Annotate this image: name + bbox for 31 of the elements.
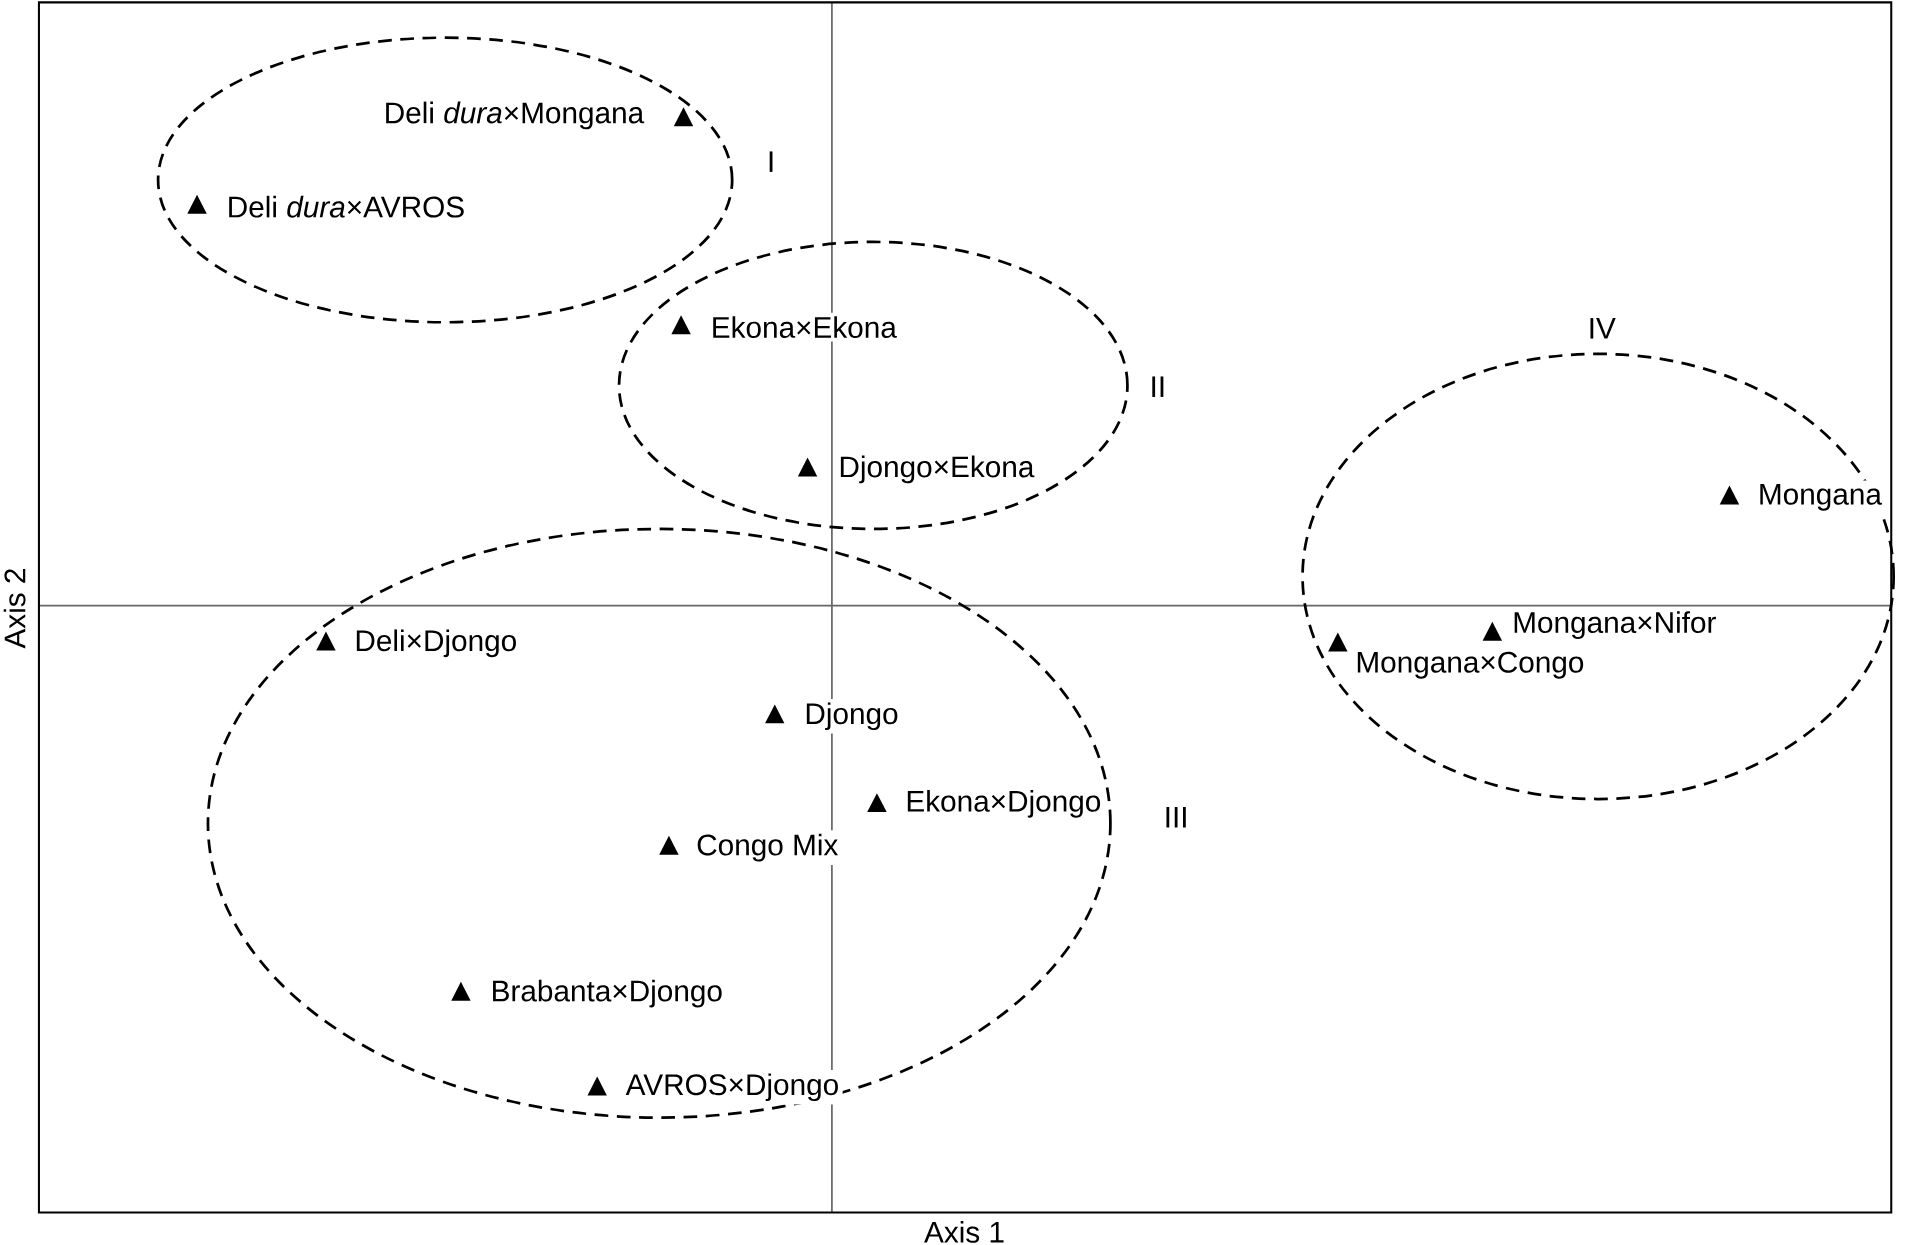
data-point: Ekona×Ekona (671, 312, 901, 342)
node-label: Ekona×Ekona (713, 315, 897, 338)
node-label: Mongana×Nifor (1514, 611, 1716, 639)
axis-label: Axis 1 (924, 1220, 1004, 1243)
data-point: AVROS×Djongo (587, 1069, 843, 1105)
data-point: Ekona×Djongo (867, 786, 1105, 821)
node-label: Ekona×Djongo (907, 789, 1101, 818)
node-label: Congo Mix (697, 833, 839, 862)
data-point: Deli dura×Mongana (380, 98, 694, 133)
node-label: Djongo×Ekona (840, 455, 1035, 484)
data-point: Mongana (1719, 480, 1886, 514)
node-label: II (1152, 376, 1164, 397)
node-label: Mongana×Congo (1357, 651, 1584, 679)
axis-label: Axis 2 (3, 568, 26, 649)
data-point: Djongo×Ekona (797, 451, 1038, 487)
data-point: Djongo (765, 698, 903, 734)
data-point: Congo Mix (659, 830, 842, 865)
node-label: I (769, 151, 773, 172)
data-point: Brabanta×Djongo (451, 976, 727, 1011)
data-point: Deli×Djongo (316, 625, 521, 661)
node-label: AVROS×Djongo (625, 1073, 838, 1101)
data-point: Deli dura×AVROS (187, 192, 469, 221)
data-point: Mongana×Nifor (1482, 607, 1720, 643)
node-label: Djongo (806, 702, 898, 730)
node-label: III (1166, 806, 1186, 828)
node-label: Brabanta×Djongo (493, 979, 722, 1008)
node-label: Deli dura×Mongana (386, 101, 645, 130)
node-label: IV (1590, 317, 1616, 339)
node-label: Deli dura×AVROS (229, 195, 464, 218)
node-label: Deli×Djongo (356, 629, 516, 657)
node-label: Mongana (1760, 483, 1882, 511)
